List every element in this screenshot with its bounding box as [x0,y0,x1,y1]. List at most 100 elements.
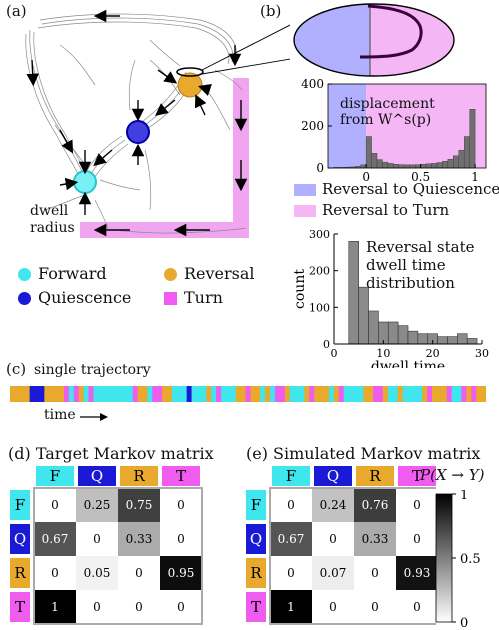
sequence-segment [284,386,291,402]
forward-swatch [18,268,31,281]
matrix-frame [269,487,436,625]
sequence-segment [451,386,458,402]
sequence-segment [378,386,384,402]
matrix-cell [396,590,436,624]
reversal-swatch [164,268,177,281]
matrix-cell-value: 0.93 [404,566,431,580]
matrix-col-header [356,466,394,486]
matrix-row-header [246,558,266,588]
matrix-col-header-label: T [412,467,422,485]
sequence-segment [59,386,65,402]
sequence-segment [319,386,325,402]
matrix-frame [33,487,203,625]
hist1-bar [376,159,383,169]
sequence-segment [392,386,399,402]
matrix-row-header [246,524,266,554]
matrix-row-header-label: R [14,564,26,582]
sequence-segment [113,386,119,402]
panel-c-label: (c) [6,360,27,378]
sequence-segment [176,386,183,402]
sequence-segment [363,386,369,402]
hist1-ytick-label: 400 [301,78,324,91]
matrix-cell-value: 0 [413,498,421,512]
matrix-col-header-label: F [50,467,60,485]
panel-d-title: (d) Target Markov matrix [8,444,214,463]
legend-forward: Forward [38,264,107,283]
matrix-row-header [10,558,30,588]
sequence-segment [221,386,227,402]
matrix-cell-value: 0.33 [126,532,153,546]
matrix-row-header [246,490,266,520]
sequence-segment [235,386,242,402]
sequence-segment [255,386,261,402]
matrix-cell [76,590,118,624]
state-legend: Forward Quiescence Reversal Turn [18,264,288,310]
sequence-segment [230,386,237,402]
matrix-cell-value: 0.05 [84,566,111,580]
hist2-bar [466,338,478,345]
sequence-segment [162,386,168,402]
matrix-cell [160,522,202,556]
sequence-segment [446,386,453,402]
sequence-segment [14,386,21,402]
matrix-cell-value: 0.24 [320,498,347,512]
matrix-cell [34,522,76,556]
matrix-cell [312,488,354,522]
matrix-col-header-label: F [286,467,296,485]
colorbar-tick-label: 0.5 [460,552,481,567]
sequence-segment [294,386,301,402]
sequence-segment [10,386,16,402]
sequence-segment [402,386,409,402]
matrix-col-header [314,466,352,486]
matrix-cell-value: 1 [287,600,295,614]
matrix-col-header-label: R [369,467,381,485]
matrix-cell [76,488,118,522]
matrix-cell [396,522,436,556]
hist1-bar [464,136,470,169]
forward-state [73,170,97,194]
matrix-cell [312,522,354,556]
matrix-row-header [10,592,30,622]
matrix-cell-value: 0.25 [84,498,111,512]
matrix-cell-value: 0 [177,532,185,546]
sequence-segment [368,386,374,402]
zoom-line-top [201,24,290,71]
matrix-row-header-label: T [15,598,25,616]
sequence-segment [147,386,153,402]
legend-blue-swatch [294,184,316,196]
sequence-segment [152,386,158,402]
sequence-segment [201,386,207,402]
sequence-segment [260,386,266,402]
panel-e-title: (e) Simulated Markov matrix [246,444,481,463]
sequence-segment [299,386,306,402]
matrix-cell-value: 0 [287,498,295,512]
matrix-cell [270,488,312,522]
hist1-ytick-label: 200 [301,119,324,133]
sequence-segment [314,386,320,402]
hist1-bar [420,164,427,169]
sequence-segment [328,386,335,402]
hist2-title-2: dwell time [366,256,446,274]
sequence-segment [225,386,232,402]
time-arrow [80,413,108,421]
sequence-segment [93,386,99,402]
matrix-cell-value: 0 [371,600,379,614]
sequence-segment [171,386,178,402]
legend-reversal: Reversal [184,264,255,283]
matrix-cell [354,522,396,556]
quiescence-swatch [18,292,31,305]
dwell-label: dwell [30,203,69,219]
hist1-bar [458,149,465,169]
state-sequence-bar [10,386,486,402]
hist2-bar [407,330,419,345]
hist1-bar [365,136,372,169]
sequence-segment [456,386,463,402]
hist2-bar [447,336,458,345]
matrix-col-header-label: R [133,467,145,485]
sequence-segment [471,386,477,402]
sequence-segment [348,386,355,402]
